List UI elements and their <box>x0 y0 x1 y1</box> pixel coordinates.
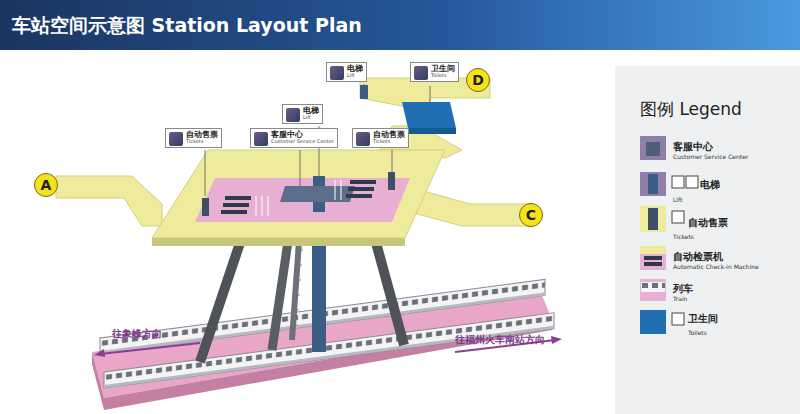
sign-subtitle: Toilets <box>431 73 455 78</box>
sign-subtitle: Customer Service Center <box>271 139 334 144</box>
toilet-block <box>402 102 456 128</box>
paid-area <box>195 178 410 222</box>
legend-subtitle: Toilets <box>688 329 707 336</box>
direction-label: 往福州火车南站方向 <box>455 333 545 347</box>
legend-text: 卫生间 <box>688 312 718 326</box>
legend-subtitle: Lift <box>673 196 682 203</box>
sign-callout: 自动售票Tickets <box>165 128 222 148</box>
legend-text: 列车 <box>673 282 693 296</box>
sign-icon <box>169 132 183 146</box>
page-title: 车站空间示意图 Station Layout Plan <box>12 13 362 39</box>
sign-icon <box>330 66 344 80</box>
sign-callout: 自动售票Tickets <box>352 128 409 148</box>
concourse <box>56 78 532 238</box>
direction-label: 往象峰方向 <box>112 327 162 341</box>
sign-subtitle: Lift <box>303 115 319 120</box>
legend-icons <box>640 136 698 325</box>
entrance-marker: C <box>519 203 543 227</box>
train <box>104 313 554 388</box>
legend-subtitle: Train <box>673 295 687 302</box>
legend-subtitle: Automatic Check-in Machine <box>673 263 759 270</box>
legend-subtitle: Customer Service Center <box>673 153 748 160</box>
entrance-marker: D <box>466 68 490 92</box>
legend-subtitle: Tickets <box>673 233 694 240</box>
sign-icon <box>286 108 300 122</box>
legend-text: 电梯 <box>700 178 720 192</box>
sign-callout: 电梯Lift <box>326 62 367 82</box>
sign-subtitle: Lift <box>347 73 363 78</box>
entrance-letter: A <box>41 177 52 193</box>
sign-callout: 电梯Lift <box>282 104 323 124</box>
sign-title: 自动售票 <box>186 131 218 139</box>
sign-title: 自动售票 <box>373 131 405 139</box>
legend-text: 自动检票机 <box>673 250 723 264</box>
sign-icon <box>356 132 370 146</box>
legend-text: 自动售票 <box>688 216 728 230</box>
legend-text: 客服中心 <box>673 140 713 154</box>
sign-subtitle: Tickets <box>373 139 405 144</box>
sign-callout: 卫生间Toilets <box>410 62 459 82</box>
legend-heading: 图例 Legend <box>640 98 742 121</box>
entrance-letter: D <box>472 72 484 88</box>
sign-title: 电梯 <box>347 65 363 73</box>
sign-icon <box>254 132 268 146</box>
sign-icon <box>414 66 428 80</box>
entrance-marker: A <box>34 173 58 197</box>
sign-subtitle: Tickets <box>186 139 218 144</box>
sign-title: 电梯 <box>303 107 319 115</box>
sign-title: 客服中心 <box>271 131 334 139</box>
sign-title: 卫生间 <box>431 65 455 73</box>
entrance-letter: C <box>526 207 536 223</box>
sign-callout: 客服中心Customer Service Center <box>250 128 338 148</box>
legend-swatch <box>640 310 666 334</box>
